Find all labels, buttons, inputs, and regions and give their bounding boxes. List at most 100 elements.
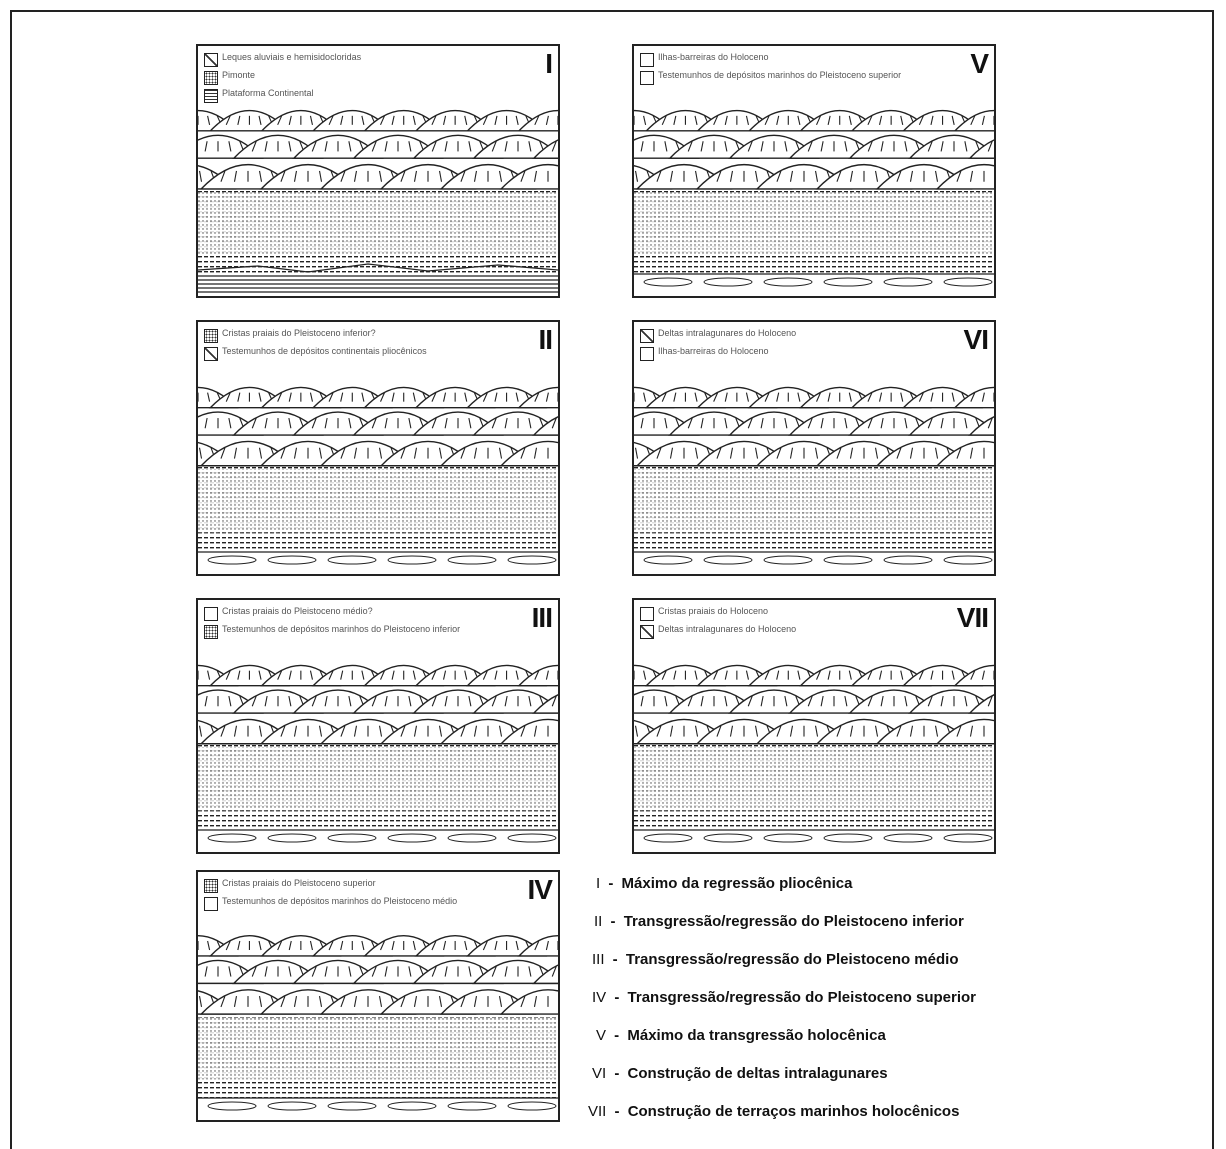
legend-label: Cristas praiais do Pleistoceno inferior?: [222, 328, 376, 338]
stage-numeral: III: [531, 602, 553, 633]
panel-legend: Cristas praiais do Pleistoceno médio? Tes…: [204, 606, 504, 642]
legend-label: Leques aluviais e hemisidocloridas: [222, 52, 362, 62]
legend-item: Deltas intralagunares do Holoceno: [640, 624, 940, 639]
legend-item: Ilhas-barreiras do Holoceno: [640, 346, 940, 361]
caption-numeral: I: [596, 875, 601, 892]
landscape-diagram: [198, 935, 558, 1120]
caption-item: II - Transgressão/regressão do Pleistoce…: [594, 913, 964, 930]
stage-panel-ii: II Cristas praiais do Pleistoceno inferio…: [196, 320, 560, 576]
caption-separator: -: [606, 913, 620, 930]
legend-swatch-icon: [640, 329, 654, 343]
caption-text: Máximo da regressão pliocênica: [621, 875, 853, 892]
legend-item: Testemunhos de depósitos marinhos do Ple…: [204, 896, 504, 911]
caption-numeral: VII: [588, 1103, 607, 1120]
caption-numeral: II: [594, 913, 603, 930]
caption-text: Construção de terraços marinhos holocêni…: [627, 1103, 960, 1120]
legend-item: Deltas intralagunares do Holoceno: [640, 328, 940, 343]
legend-item: Pimonte: [204, 70, 504, 85]
landscape-diagram: [634, 386, 994, 574]
legend-swatch-icon: [204, 625, 218, 639]
legend-label: Ilhas-barreiras do Holoceno: [658, 52, 769, 62]
legend-label: Deltas intralagunares do Holoceno: [658, 624, 797, 634]
legend-item: Ilhas-barreiras do Holoceno: [640, 52, 940, 67]
caption-text: Transgressão/regressão do Pleistoceno in…: [623, 913, 964, 930]
legend-item: Testemunhos de depósitos marinhos do Ple…: [204, 624, 504, 639]
legend-item: Plataforma Continental: [204, 88, 504, 103]
legend-swatch-icon: [204, 347, 218, 361]
legend-swatch-icon: [204, 607, 218, 621]
legend-swatch-icon: [204, 89, 218, 103]
landscape-diagram: [198, 110, 558, 296]
caption-item: IV - Transgressão/regressão do Pleistoce…: [592, 989, 976, 1006]
legend-swatch-icon: [204, 879, 218, 893]
legend-swatch-icon: [204, 71, 218, 85]
caption-numeral: III: [592, 951, 605, 968]
stage-numeral: II: [538, 324, 553, 355]
legend-item: Testemunhos de depósitos marinhos do Ple…: [640, 70, 940, 85]
caption-separator: -: [610, 1103, 624, 1120]
legend-label: Testemunhos de depósitos marinhos do Ple…: [222, 624, 461, 634]
legend-label: Cristas praiais do Holoceno: [658, 606, 769, 616]
legend-label: Testemunhos de depósitos continentais pl…: [222, 346, 427, 356]
legend-label: Testemunhos de depósitos marinhos do Ple…: [222, 896, 458, 906]
stage-numeral: VII: [956, 602, 989, 633]
legend-item: Cristas praiais do Pleistoceno médio?: [204, 606, 504, 621]
stage-panel-iv: IV Cristas praiais do Pleistoceno superio…: [196, 870, 560, 1122]
landscape-diagram: [198, 386, 558, 574]
caption-numeral: VI: [592, 1065, 607, 1082]
legend-swatch-icon: [640, 607, 654, 621]
caption-item: I - Máximo da regressão pliocênica: [596, 875, 852, 892]
caption-item: III - Transgressão/regressão do Pleistoc…: [592, 951, 958, 968]
caption-item: V - Máximo da transgressão holocênica: [596, 1027, 886, 1044]
caption-item: VI - Construção de deltas intralagunares: [592, 1065, 888, 1082]
legend-swatch-icon: [204, 897, 218, 911]
caption-separator: -: [604, 875, 618, 892]
caption-text: Máximo da transgressão holocênica: [627, 1027, 886, 1044]
caption-separator: -: [610, 989, 624, 1006]
legend-label: Ilhas-barreiras do Holoceno: [658, 346, 769, 356]
stage-numeral: VI: [963, 324, 989, 355]
legend-swatch-icon: [640, 53, 654, 67]
figure-frame: [10, 10, 1214, 1149]
landscape-diagram: [198, 664, 558, 852]
legend-swatch-icon: [640, 625, 654, 639]
caption-numeral: IV: [592, 989, 607, 1006]
legend-label: Cristas praiais do Pleistoceno superior: [222, 878, 376, 888]
landscape-diagram: [634, 664, 994, 852]
legend-swatch-icon: [640, 71, 654, 85]
caption-text: Construção de deltas intralagunares: [627, 1065, 888, 1082]
caption-item: VII - Construção de terraços marinhos ho…: [588, 1103, 959, 1120]
caption-separator: -: [608, 951, 622, 968]
legend-item: Cristas praiais do Pleistoceno superior: [204, 878, 504, 893]
legend-item: Leques aluviais e hemisidocloridas: [204, 52, 504, 67]
legend-swatch-icon: [204, 53, 218, 67]
stage-panel-iii: III Cristas praiais do Pleistoceno médio?…: [196, 598, 560, 854]
legend-item: Cristas praiais do Holoceno: [640, 606, 940, 621]
legend-item: Testemunhos de depósitos continentais pl…: [204, 346, 504, 361]
legend-swatch-icon: [640, 347, 654, 361]
stage-numeral: V: [970, 48, 989, 79]
legend-swatch-icon: [204, 329, 218, 343]
caption-text: Transgressão/regressão do Pleistoceno su…: [627, 989, 976, 1006]
stage-numeral: IV: [527, 874, 553, 905]
legend-item: Cristas praiais do Pleistoceno inferior?: [204, 328, 504, 343]
caption-numeral: V: [596, 1027, 607, 1044]
legend-label: Testemunhos de depósitos marinhos do Ple…: [658, 70, 902, 80]
legend-label: Plataforma Continental: [222, 88, 314, 98]
legend-label: Deltas intralagunares do Holoceno: [658, 328, 797, 338]
caption-text: Transgressão/regressão do Pleistoceno mé…: [625, 951, 959, 968]
landscape-diagram: [634, 110, 994, 296]
caption-separator: -: [610, 1065, 624, 1082]
stage-numeral: I: [545, 48, 553, 79]
legend-label: Pimonte: [222, 70, 256, 80]
caption-separator: -: [610, 1027, 624, 1044]
legend-label: Cristas praiais do Pleistoceno médio?: [222, 606, 373, 616]
